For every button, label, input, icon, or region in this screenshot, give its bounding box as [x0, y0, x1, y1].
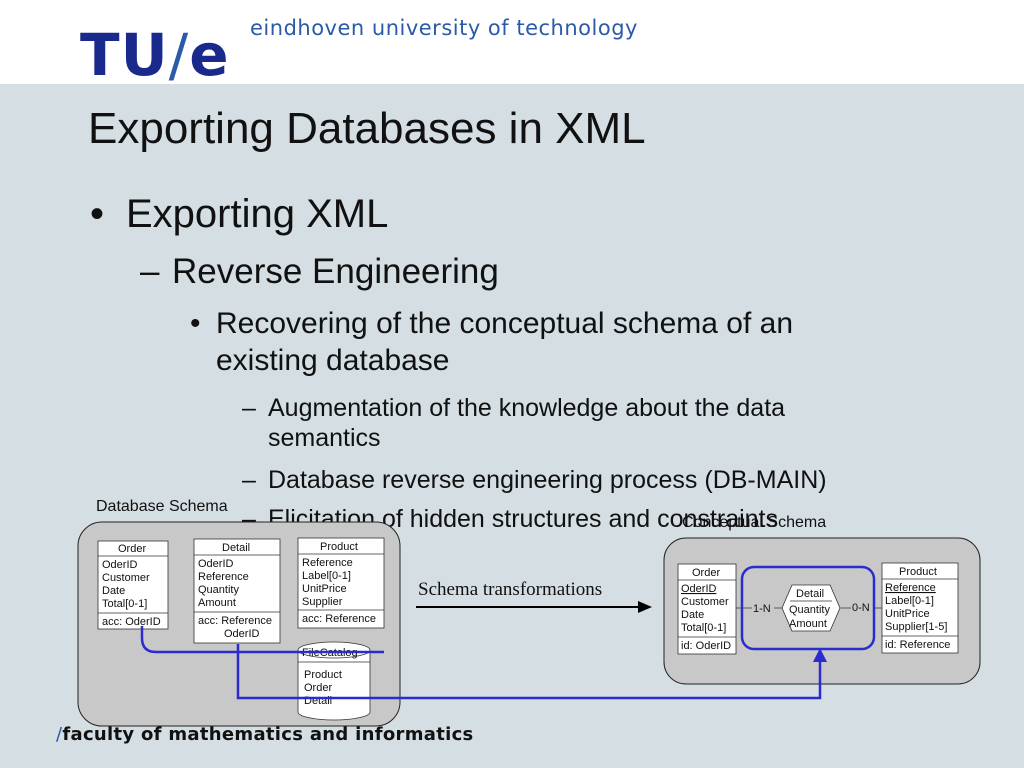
db-product-field: Reference — [302, 557, 353, 569]
cs-order-field: Customer — [681, 596, 729, 608]
db-product-field: Supplier — [302, 596, 343, 608]
cs-card-right: 0-N — [852, 602, 870, 614]
cs-detail-field: Amount — [789, 618, 827, 630]
db-product-name: Product — [320, 541, 358, 553]
db-detail-key: acc: Reference — [198, 615, 272, 627]
cs-product-field: Supplier[1-5] — [885, 621, 947, 633]
db-detail-field: Quantity — [198, 584, 239, 596]
sub-bullet-db-main: –Database reverse engineering process (D… — [242, 466, 827, 494]
sub-bullet-augmentation: –Augmentation of the knowledge about the… — [242, 394, 786, 452]
mapping-arrow-head — [813, 648, 827, 662]
cs-card-left: 1-N — [753, 603, 771, 615]
cs-order-entity: Order OderID Customer Date Total[0-1] id… — [677, 563, 737, 655]
cs-order-field: Total[0-1] — [681, 622, 726, 634]
cs-order-field: OderID — [681, 583, 717, 595]
tue-logo: TU/e — [80, 21, 230, 89]
cs-detail-name: Detail — [796, 588, 824, 600]
bullet-reverse-engineering: –Reverse Engineering — [140, 252, 499, 291]
footer-text: /faculty of mathematics and informatics — [56, 724, 474, 745]
db-detail-name: Detail — [222, 542, 250, 554]
cs-product-name: Product — [899, 566, 937, 578]
db-product-key: acc: Reference — [302, 613, 376, 625]
university-name: eindhoven university of technology — [250, 16, 638, 40]
card-bg — [851, 601, 873, 613]
db-detail-table: Detail OderID Reference Quantity Amount … — [193, 538, 281, 644]
database-schema-label: Database Schema — [96, 498, 228, 515]
cs-product-field: Label[0-1] — [885, 595, 934, 607]
transform-arrow-head — [638, 601, 652, 613]
filecatalog-item: Order — [304, 682, 332, 694]
db-product-field: Label[0-1] — [302, 570, 351, 582]
card-bg — [752, 602, 774, 614]
filecatalog-cylinder: FileCatalog Product Order Detail — [297, 641, 371, 721]
cs-product-field: UnitPrice — [885, 608, 930, 620]
db-detail-key: OderID — [224, 628, 260, 640]
mapping-line-order — [140, 626, 384, 654]
cs-product-field: Reference — [885, 582, 936, 594]
slide-title: Exporting Databases in XML — [88, 104, 646, 153]
bullet-exporting-xml: •Exporting XML — [90, 192, 389, 236]
cs-product-key: id: Reference — [885, 639, 950, 651]
db-order-field: Total[0-1] — [102, 598, 147, 610]
cs-detail-relationship: Detail Quantity Amount — [781, 584, 841, 632]
bullet-recovering: •Recovering of the conceptual schema of … — [190, 307, 794, 377]
db-order-table: Order OderID Customer Date Total[0-1] ac… — [97, 540, 169, 630]
header-bar: TU/e eindhoven university of technology — [0, 0, 1024, 84]
db-detail-field: Amount — [198, 597, 236, 609]
cs-detail-field: Quantity — [789, 604, 830, 616]
transform-label: Schema transformations — [418, 579, 603, 600]
db-detail-field: OderID — [198, 558, 234, 570]
db-product-table: Product Reference Label[0-1] UnitPrice S… — [297, 537, 385, 629]
cs-order-field: Date — [681, 609, 704, 621]
filecatalog-item: Product — [304, 669, 342, 681]
cs-order-key: id: OderID — [681, 640, 731, 652]
db-product-field: UnitPrice — [302, 583, 347, 595]
mapping-line-detail — [236, 644, 822, 700]
cs-product-entity: Product Reference Label[0-1] UnitPrice S… — [881, 562, 959, 654]
conceptual-schema-label: Conceptual Schema — [682, 514, 827, 531]
db-order-field: Date — [102, 585, 125, 597]
cs-order-name: Order — [692, 567, 720, 579]
db-order-name: Order — [118, 543, 146, 555]
relationship-highlight — [740, 565, 876, 651]
db-order-field: OderID — [102, 559, 138, 571]
db-order-field: Customer — [102, 572, 150, 584]
db-detail-field: Reference — [198, 571, 249, 583]
db-order-key: acc: OderID — [102, 616, 161, 628]
